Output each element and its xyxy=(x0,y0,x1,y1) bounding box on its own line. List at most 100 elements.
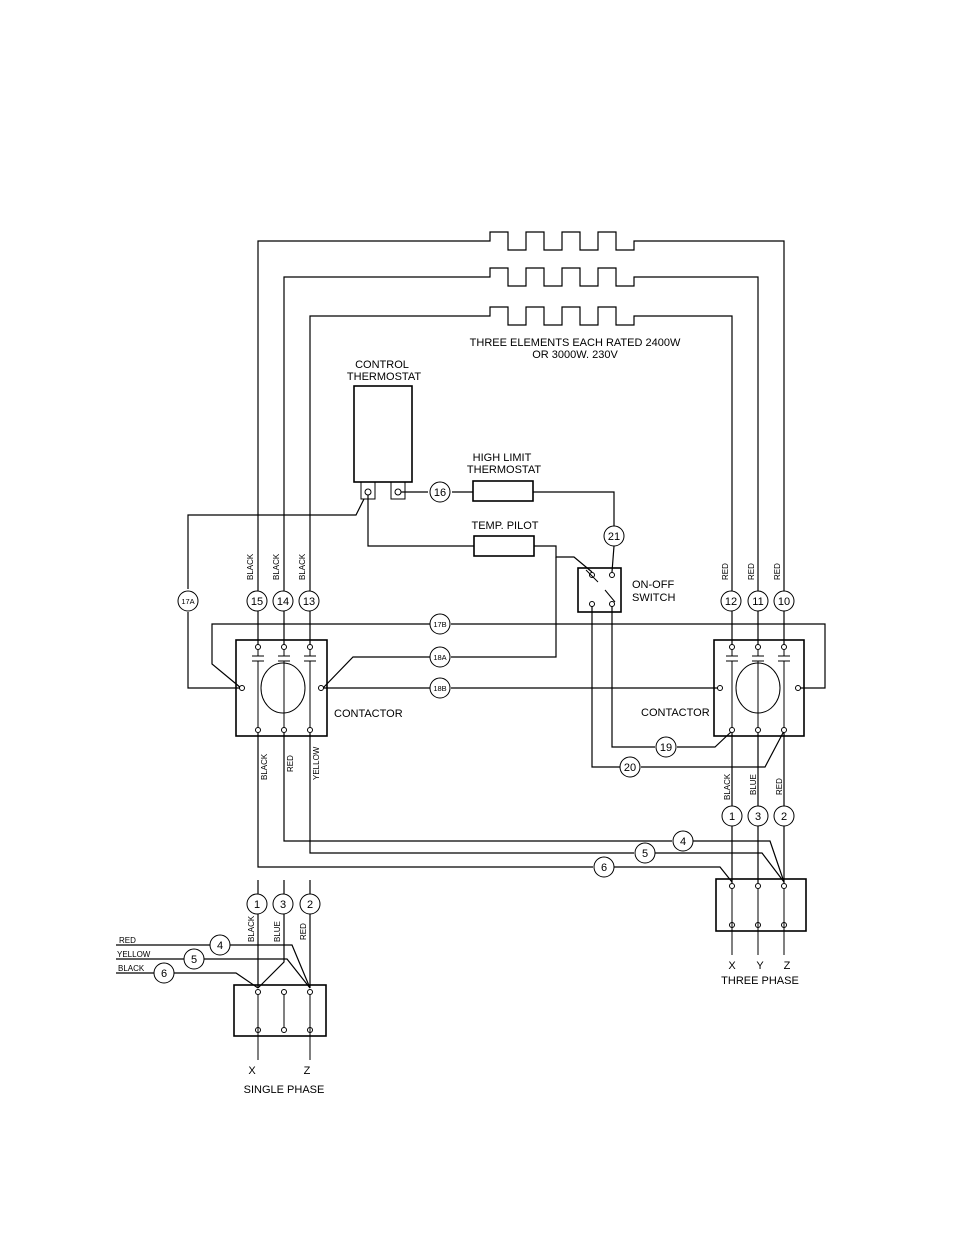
wire-color-red-10: RED xyxy=(773,563,782,580)
wire-marker-18b: 18B xyxy=(429,677,451,699)
svg-text:19: 19 xyxy=(660,742,672,754)
svg-text:1: 1 xyxy=(254,899,260,911)
temp-pilot-lamp xyxy=(473,535,535,557)
contactor-left xyxy=(235,639,328,737)
svg-text:4: 4 xyxy=(217,940,223,952)
high-limit-label-2: THERMOSTAT xyxy=(467,464,541,476)
high-limit-thermostat xyxy=(472,480,534,502)
wire-color-black-input: BLACK xyxy=(118,964,145,973)
svg-text:2: 2 xyxy=(307,899,313,911)
contactor-right-label: CONTACTOR xyxy=(641,707,710,719)
wire-color-red-12: RED xyxy=(721,563,730,580)
wire-color-red-11: RED xyxy=(747,563,756,580)
three-phase-label: THREE PHASE xyxy=(721,975,799,987)
wire-marker-2-single-phase: 2 xyxy=(299,893,321,915)
wire-marker-3-three-phase: 3 xyxy=(747,805,769,827)
wire-marker-4-single-phase: 4 xyxy=(209,934,231,956)
svg-text:18B: 18B xyxy=(433,684,446,693)
high-limit-label-1: HIGH LIMIT xyxy=(473,452,532,464)
wire-marker-3-single-phase: 3 xyxy=(272,893,294,915)
wire-marker-15: 15 xyxy=(246,590,268,612)
svg-text:21: 21 xyxy=(608,531,620,543)
svg-text:12: 12 xyxy=(725,596,737,608)
contactor-coil-icon xyxy=(260,662,306,714)
wire-color-blue-3: BLUE xyxy=(749,774,758,795)
wire-marker-13: 13 xyxy=(298,590,320,612)
svg-text:4: 4 xyxy=(680,836,686,848)
wire-marker-5-single-phase: 5 xyxy=(183,948,205,970)
wire-marker-18a: 18A xyxy=(429,646,451,668)
wire-marker-4-three-phase: 4 xyxy=(672,830,694,852)
wire-color-black-1: BLACK xyxy=(723,773,732,800)
wire-color-blue-sp-3: BLUE xyxy=(273,921,282,942)
svg-text:5: 5 xyxy=(642,848,648,860)
terminal-block-icon xyxy=(233,984,327,1060)
svg-text:2: 2 xyxy=(781,811,787,823)
wire-marker-19: 19 xyxy=(655,736,677,758)
wire-marker-12: 12 xyxy=(720,590,742,612)
control-wiring xyxy=(187,491,826,768)
svg-text:3: 3 xyxy=(280,899,286,911)
wire-marker-21: 21 xyxy=(603,525,625,547)
svg-text:20: 20 xyxy=(624,762,636,774)
svg-text:6: 6 xyxy=(161,968,167,980)
thermostat-icon xyxy=(353,385,413,500)
three-phase-terminal-x: X xyxy=(728,960,736,972)
wire-color-black-sp-1: BLACK xyxy=(247,915,256,942)
contactor-right xyxy=(713,639,805,737)
wire-marker-5-three-phase: 5 xyxy=(634,842,656,864)
wire-color-red-sp-2: RED xyxy=(299,923,308,940)
wire-marker-20: 20 xyxy=(619,756,641,778)
elements-rating-line2: OR 3000W. 230V xyxy=(532,349,618,361)
control-thermostat-label-2: THERMOSTAT xyxy=(347,371,421,383)
svg-text:11: 11 xyxy=(752,596,763,608)
wire-marker-1-single-phase: 1 xyxy=(246,893,268,915)
elements-rating-line1: THREE ELEMENTS EACH RATED 2400W xyxy=(470,337,681,349)
wire-marker-16: 16 xyxy=(429,481,451,503)
wire-color-yellow-input: YELLOW xyxy=(117,950,151,959)
svg-text:17B: 17B xyxy=(433,620,446,629)
svg-text:16: 16 xyxy=(434,487,446,499)
wire-marker-14: 14 xyxy=(272,590,294,612)
control-thermostat-label-1: CONTROL xyxy=(355,359,409,371)
wire-marker-11: 11 xyxy=(747,590,769,612)
wire-color-black-14: BLACK xyxy=(272,553,281,580)
temp-pilot-label: TEMP. PILOT xyxy=(471,520,538,532)
svg-text:17A: 17A xyxy=(181,597,194,606)
wire-marker-2-three-phase: 2 xyxy=(773,805,795,827)
wire-color-black-13: BLACK xyxy=(298,553,307,580)
wire-color-yellow-lower: YELLOW xyxy=(312,746,321,780)
wire-marker-10: 10 xyxy=(773,590,795,612)
svg-text:10: 10 xyxy=(778,596,790,608)
element-contactor-wires xyxy=(257,610,785,645)
power-wiring xyxy=(257,733,785,883)
wire-marker-17a: 17A xyxy=(177,590,199,612)
three-phase-terminal-y: Y xyxy=(756,960,764,972)
svg-text:13: 13 xyxy=(303,596,315,608)
heating-element-1 xyxy=(257,231,785,600)
svg-text:5: 5 xyxy=(191,954,197,966)
svg-text:18A: 18A xyxy=(433,653,446,662)
svg-text:1: 1 xyxy=(729,811,735,823)
wire-marker-17b: 17B xyxy=(429,613,451,635)
switch-icon xyxy=(577,567,622,613)
svg-text:3: 3 xyxy=(755,811,761,823)
switch-label-2: SWITCH xyxy=(632,592,675,604)
single-phase-terminal-z: Z xyxy=(304,1065,311,1077)
svg-text:14: 14 xyxy=(277,596,289,608)
svg-text:15: 15 xyxy=(251,596,263,608)
single-phase-terminal-x: X xyxy=(248,1065,256,1077)
single-phase-wiring xyxy=(116,880,311,989)
wire-marker-1-three-phase: 1 xyxy=(721,805,743,827)
switch-label-1: ON-OFF xyxy=(632,579,674,591)
terminal-block-icon xyxy=(715,878,807,955)
wire-marker-6-single-phase: 6 xyxy=(153,962,175,984)
heating-element-2 xyxy=(283,267,759,594)
wire-color-red-2: RED xyxy=(775,778,784,795)
wire-marker-6-three-phase: 6 xyxy=(593,856,615,878)
heating-element-3 xyxy=(309,306,733,594)
svg-text:6: 6 xyxy=(601,862,607,874)
wire-color-red-lower: RED xyxy=(286,755,295,772)
